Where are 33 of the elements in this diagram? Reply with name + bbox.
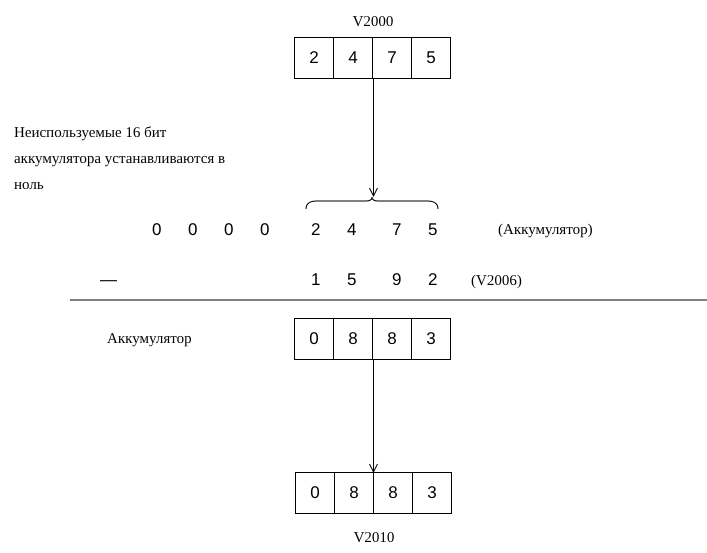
digit: 0	[152, 220, 162, 240]
digit-cell: 7	[372, 37, 412, 79]
digit: 7	[392, 220, 402, 240]
digit: 0	[188, 220, 198, 240]
digit: 0	[260, 220, 270, 240]
digit-cell: 3	[411, 318, 451, 360]
operand-label: (V2006)	[471, 273, 522, 290]
digit-cell: 4	[333, 37, 373, 79]
digit-cell: 3	[412, 472, 452, 514]
digit: 0	[224, 220, 234, 240]
digit-cell: 0	[295, 472, 335, 514]
note-text: Неиспользуемые 16 бит аккумулятора устанавливаются в ноль	[14, 124, 226, 195]
digit-cell: 2	[294, 37, 334, 79]
digit: 2	[311, 220, 320, 240]
digit-cell: 5	[411, 37, 451, 79]
digit: 5	[428, 220, 438, 240]
minus-sign: —	[100, 270, 117, 290]
register-label: V2000	[352, 14, 394, 31]
digit: 4	[347, 220, 356, 240]
digit: 2	[428, 270, 438, 290]
operand-label: (Аккумулятор)	[498, 222, 593, 239]
digit: 1	[311, 270, 320, 290]
digit-cell: 8	[372, 318, 412, 360]
digit-cell: 8	[333, 318, 373, 360]
arrow	[369, 360, 378, 472]
digit: 5	[347, 270, 356, 290]
arrow	[369, 78, 378, 196]
digit-cell: 8	[373, 472, 413, 514]
digit: 9	[392, 270, 402, 290]
register-label: V2010	[354, 530, 394, 547]
digit-cell: 0	[294, 318, 334, 360]
digit-cell: 8	[334, 472, 374, 514]
register-label: Аккумулятор	[107, 330, 193, 348]
